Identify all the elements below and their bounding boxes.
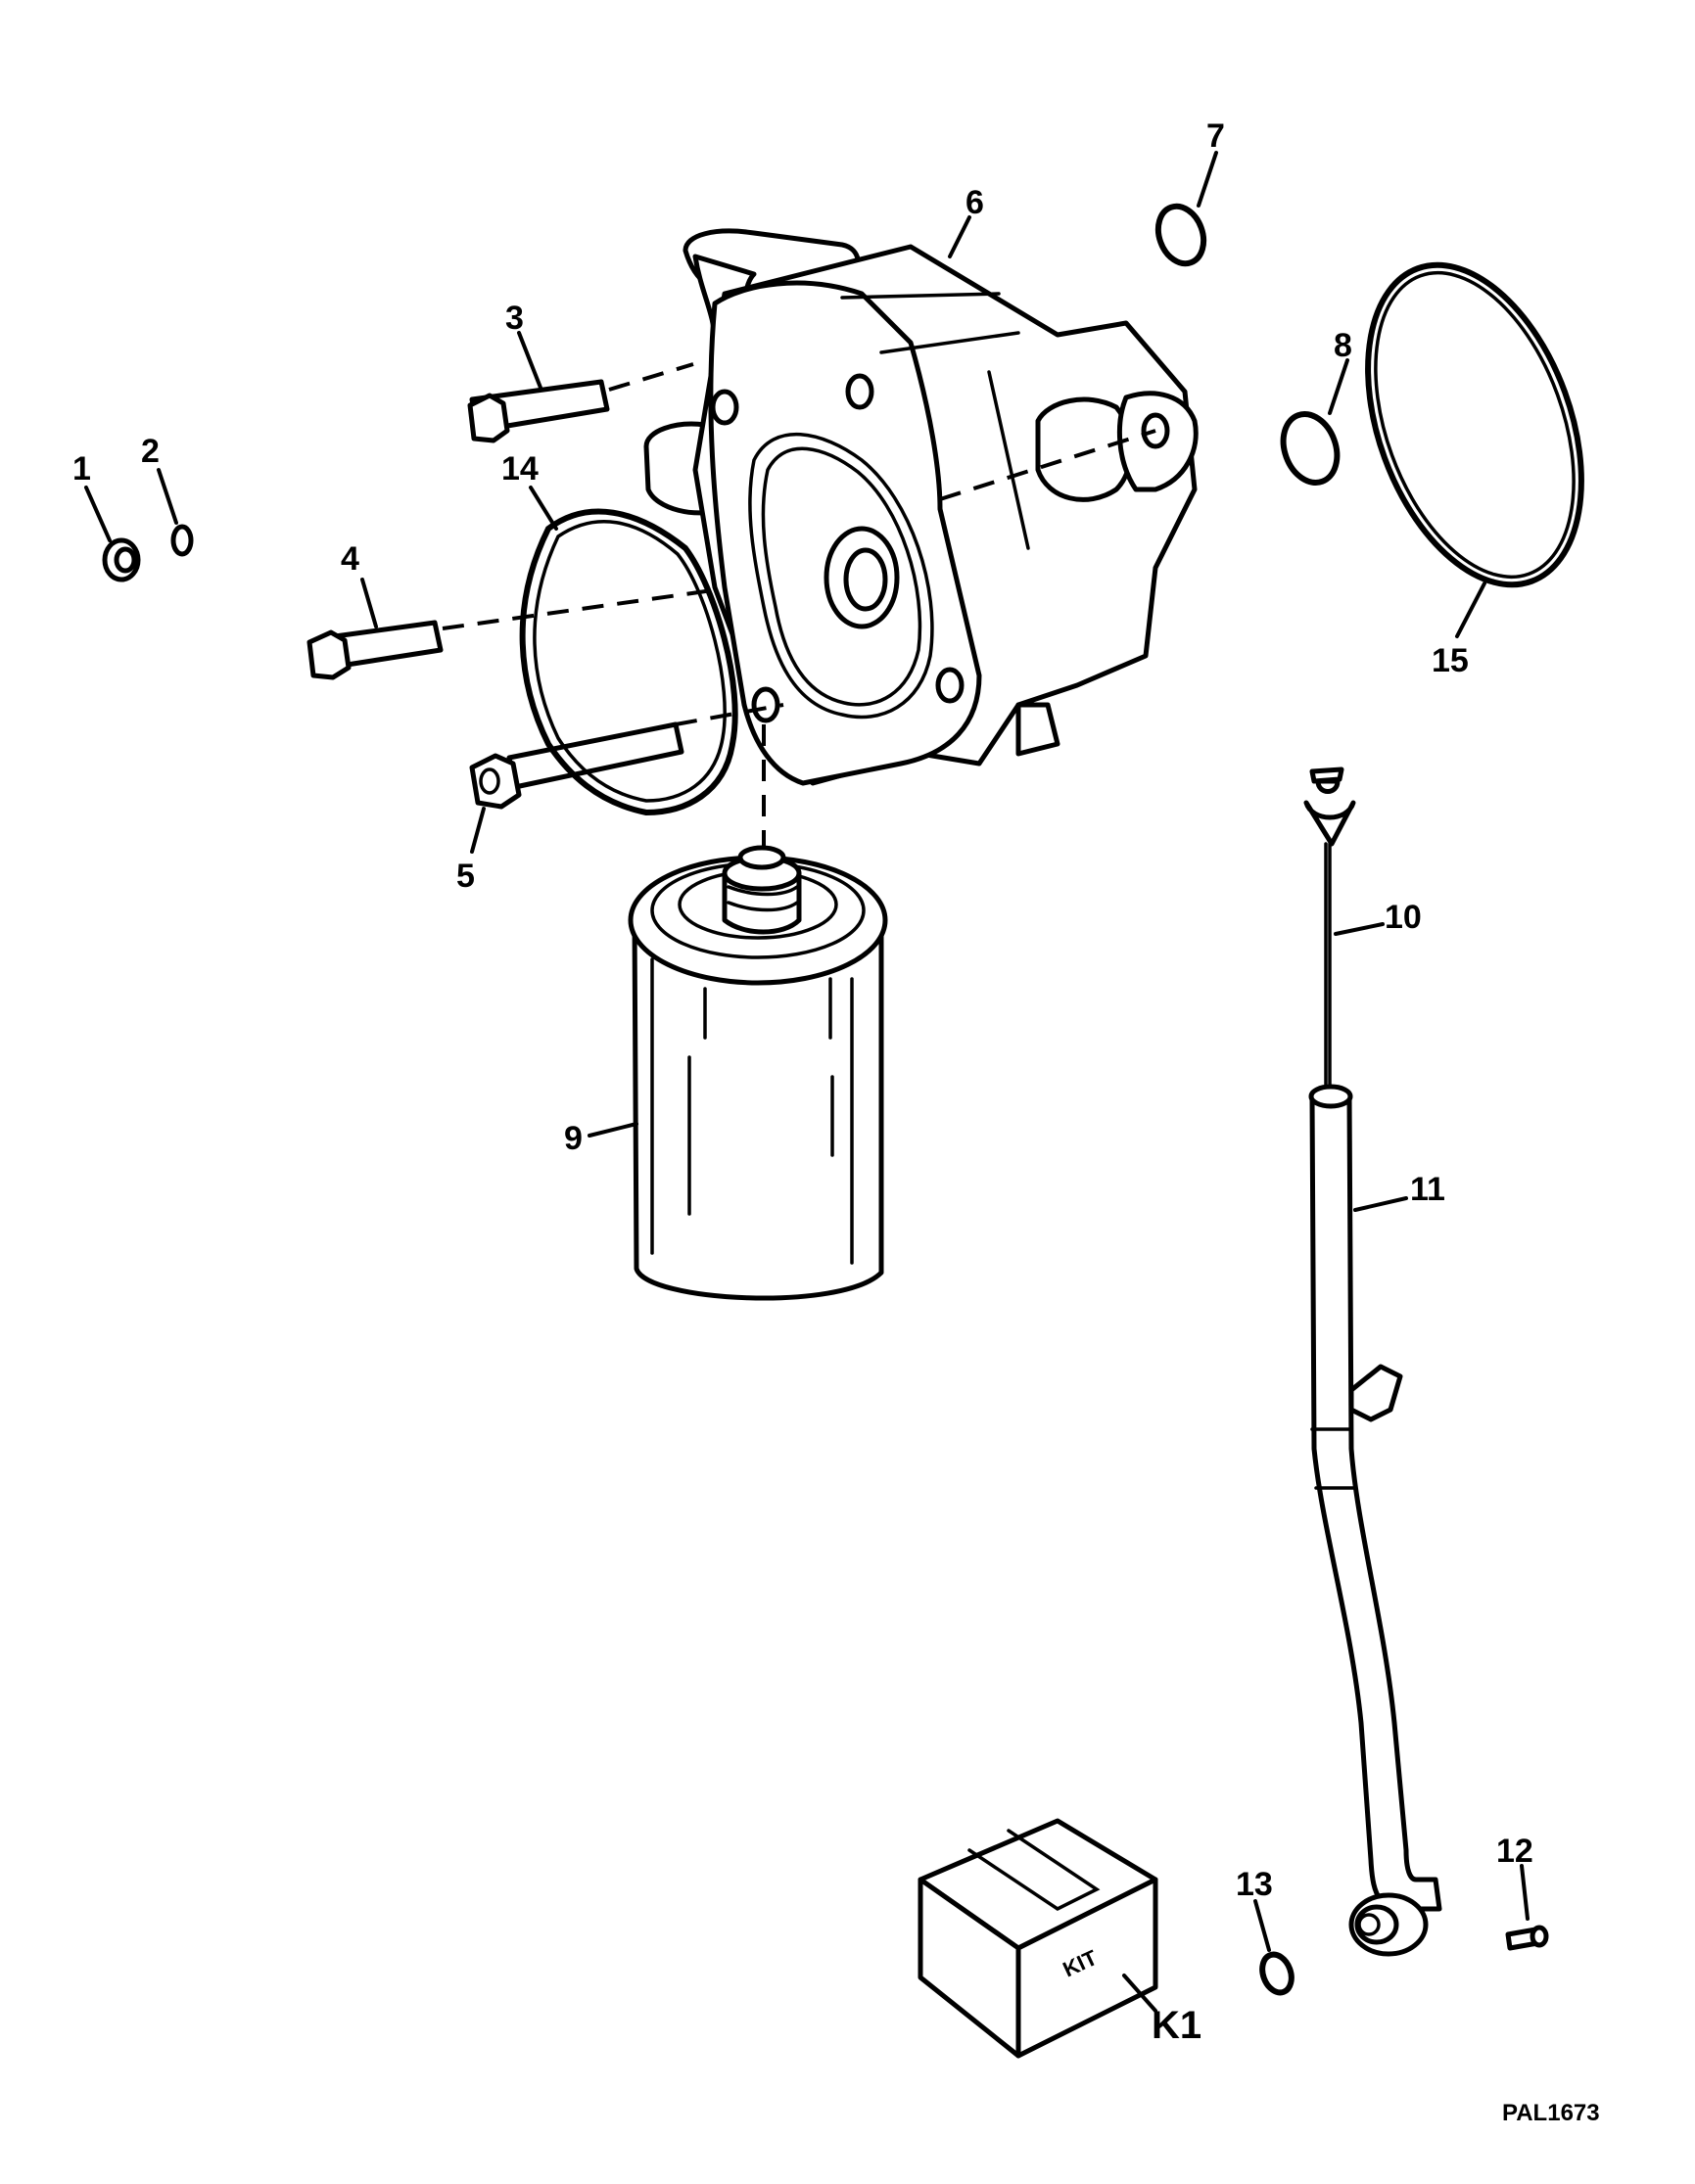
callout-6: 6 <box>965 184 984 221</box>
part-9-oil-filter[interactable] <box>628 845 888 1301</box>
callout-10: 10 <box>1385 899 1422 936</box>
callout-5: 5 <box>456 858 475 895</box>
part-11-dipstick-tube[interactable] <box>1308 1084 1442 1957</box>
part-15-seal-ring[interactable] <box>1328 236 1622 615</box>
part-2-washer[interactable] <box>170 524 194 557</box>
callout-9: 9 <box>564 1120 583 1157</box>
callout-7: 7 <box>1206 117 1225 155</box>
callout-15: 15 <box>1432 642 1469 679</box>
part-12-plug[interactable] <box>1505 1925 1549 1951</box>
part-3-bolt[interactable] <box>467 379 610 443</box>
part-8-o-ring[interactable] <box>1274 406 1345 489</box>
part-14-gasket[interactable] <box>519 508 738 816</box>
callout-11: 11 <box>1410 1171 1445 1208</box>
part-6-filter-housing[interactable] <box>643 228 1199 786</box>
part-k1-kit-box[interactable]: KIT <box>918 1818 1158 2059</box>
callout-1: 1 <box>72 450 91 488</box>
callout-4: 4 <box>341 540 359 578</box>
diagram-id: PAL1673 <box>1502 2100 1600 2126</box>
part-10-dipstick[interactable] <box>1303 767 1356 1094</box>
part-1-nut[interactable] <box>102 537 141 582</box>
callout-k1: K1 <box>1152 2004 1201 2047</box>
part-4-bolt[interactable] <box>306 620 444 680</box>
callout-8: 8 <box>1334 327 1352 364</box>
callout-14: 14 <box>501 450 539 488</box>
part-13-o-ring[interactable] <box>1257 1950 1296 1996</box>
callout-2: 2 <box>141 433 160 470</box>
callout-12: 12 <box>1496 1833 1533 1870</box>
callout-3: 3 <box>505 300 524 337</box>
part-7-o-ring[interactable] <box>1151 200 1211 269</box>
part-5-long-bolt[interactable] <box>469 721 684 810</box>
callout-13: 13 <box>1236 1866 1273 1903</box>
